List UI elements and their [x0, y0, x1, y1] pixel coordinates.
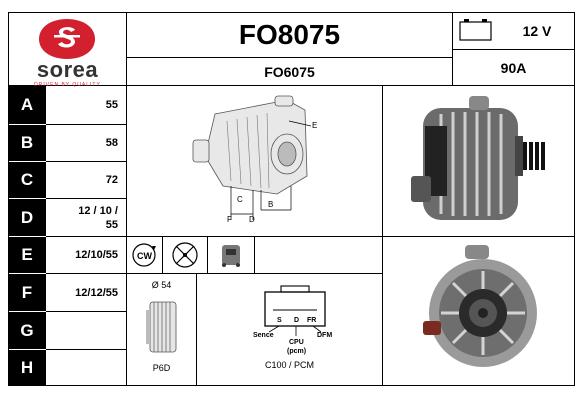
alternator-sketch: E C F D B — [192, 95, 317, 224]
spec-value-d: 12 / 10 / 55 — [78, 204, 118, 231]
rotation-icon: CW — [127, 237, 162, 273]
spec-letter-d: D — [8, 199, 46, 236]
connector-cpu-label: CPU — [289, 339, 304, 346]
label-c: C — [237, 195, 243, 204]
alternator-photo-side — [383, 86, 574, 236]
alternator-photo-front — [383, 237, 574, 385]
spec-value-c: 72 — [105, 174, 118, 186]
dimension-drawing: E C F D B — [127, 86, 382, 236]
connector-pin-fr: FR — [307, 317, 316, 324]
spec-value-h — [46, 350, 126, 385]
label-d: D — [249, 215, 255, 224]
alt-part-number: FO6075 — [264, 63, 315, 80]
pulley-type: P6D — [152, 363, 171, 373]
spec-letter-b: B — [8, 125, 46, 161]
label-e: E — [312, 121, 317, 130]
spec-letter-f: F — [8, 274, 46, 311]
no-fan-icon — [163, 237, 207, 273]
connector-caption: C100 / PCM — [264, 360, 315, 370]
spec-letter-g: G — [8, 312, 46, 349]
connector-diagram: S D FR Sence DFM CPU (pcm) C100 / PCM — [197, 274, 382, 385]
rotation-label: CW — [137, 251, 152, 261]
connector-sence-label: Sence — [253, 332, 274, 339]
sorea-logo-mark — [39, 19, 95, 59]
regulator-icon — [208, 237, 254, 273]
spec-letter-e: E — [8, 237, 46, 273]
pulley-diameter: Ø 54 — [151, 280, 172, 290]
pulley-icon — [140, 296, 184, 358]
spec-letter-c: C — [8, 162, 46, 198]
voltage: 12 V — [522, 23, 552, 39]
part-number: FO8075 — [238, 19, 341, 50]
connector-dfm-label: DFM — [317, 332, 332, 339]
amperage: 90A — [500, 59, 527, 76]
battery-icon — [458, 16, 494, 42]
spec-value-g — [46, 312, 126, 349]
connector-pin-s: S — [277, 317, 282, 324]
spec-value-a: 55 — [105, 99, 118, 111]
spec-value-f: 12/12/55 — [75, 286, 118, 299]
label-f: F — [227, 215, 232, 224]
connector-pin-d: D — [294, 317, 299, 324]
brand-tagline: DRIVEN BY QUALITY — [34, 82, 101, 88]
brand-name: sorea — [36, 57, 99, 82]
spec-value-b: 58 — [105, 137, 118, 149]
label-b: B — [268, 200, 273, 209]
spec-letter-h: H — [8, 350, 46, 385]
spec-letter-a: A — [8, 86, 46, 124]
spec-value-e: 12/10/55 — [75, 249, 118, 261]
connector-pcm-label: (pcm) — [287, 348, 306, 355]
brand-logo: sorea DRIVEN BY QUALITY — [9, 13, 126, 88]
